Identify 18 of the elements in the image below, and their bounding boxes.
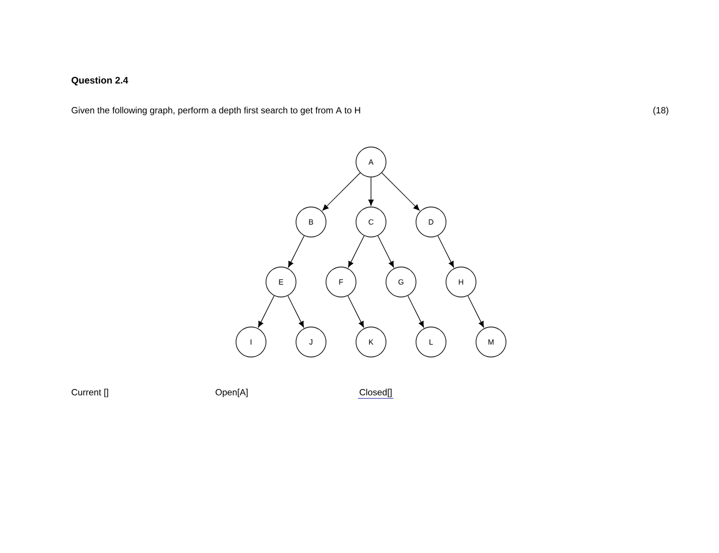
arrow	[468, 295, 484, 328]
arrow	[382, 172, 420, 211]
arrow	[288, 295, 304, 328]
closed-text: Closed[]	[358, 388, 394, 399]
marks-text: (18)	[653, 106, 668, 116]
arrow	[408, 295, 424, 328]
question-text: Given the following graph, perform a depth first search to get from A to H	[72, 106, 360, 116]
arrow	[378, 235, 394, 268]
title: Question 2.4	[72, 76, 128, 86]
arrow	[368, 177, 374, 206]
arrow	[322, 172, 360, 211]
arrow	[258, 295, 274, 328]
arrow	[348, 235, 364, 268]
arrow	[288, 235, 304, 268]
arrow	[438, 235, 454, 268]
arrow	[348, 295, 364, 328]
current-text: Current []	[72, 388, 108, 398]
open-text: Open[A]	[216, 388, 248, 398]
